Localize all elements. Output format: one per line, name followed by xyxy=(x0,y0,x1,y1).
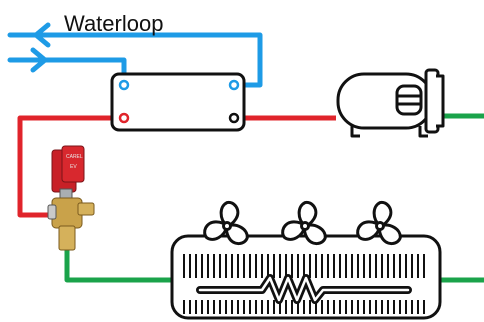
fan-3-icon xyxy=(356,200,402,246)
plate-heat-exchanger xyxy=(110,72,246,132)
compressor xyxy=(336,68,445,138)
sight-glass-lines xyxy=(397,94,421,106)
valve-left-nut xyxy=(47,204,57,220)
water-arrows xyxy=(30,22,51,73)
evaporator xyxy=(170,200,442,320)
water-outlet-line xyxy=(7,57,127,86)
valve-coil-top xyxy=(61,145,85,183)
compressor-feet xyxy=(350,126,428,138)
arrow-left-icon xyxy=(33,22,51,48)
valve-code: EV xyxy=(70,164,77,170)
fan-hub xyxy=(300,221,310,231)
compressor-sight-glass xyxy=(395,84,423,116)
cold-line-valve-to-evaporator xyxy=(64,250,175,283)
expansion-valve: CAREL EV xyxy=(47,145,95,251)
fan-blade xyxy=(281,220,307,241)
arrow-right-icon xyxy=(30,47,48,73)
fan-blade xyxy=(356,220,382,241)
fan-hub xyxy=(222,221,232,231)
heating-element-inner xyxy=(198,276,410,302)
port-bottom-right xyxy=(228,112,240,124)
port-bottom-left xyxy=(118,112,130,124)
water-inlet-line xyxy=(7,32,263,88)
waterloop-label: Waterloop xyxy=(64,11,163,36)
hot-refrigerant-line xyxy=(17,115,336,218)
hot-line-to-valve xyxy=(17,115,124,218)
fan-1-icon xyxy=(203,200,249,246)
fan-hub xyxy=(375,221,385,231)
valve-brand: CAREL xyxy=(66,154,83,160)
port-top-right xyxy=(228,79,240,91)
cold-refrigerant-line xyxy=(64,113,484,283)
fan-2-icon xyxy=(281,200,327,246)
compressor-end-cap xyxy=(436,74,445,128)
valve-side-port xyxy=(77,202,95,216)
fan-blade xyxy=(203,220,229,241)
port-top-left xyxy=(118,79,130,91)
evaporator-fins xyxy=(183,254,425,314)
valve-bottom-port xyxy=(58,225,76,251)
